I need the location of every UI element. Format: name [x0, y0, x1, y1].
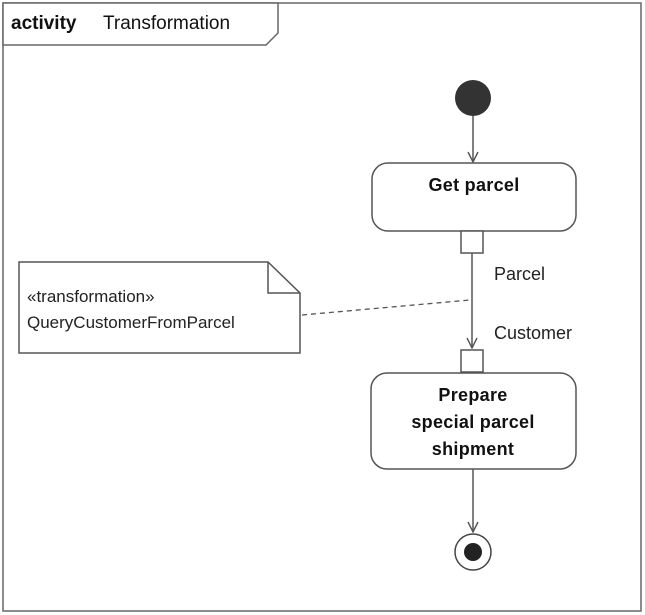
frame-name: Transformation [103, 13, 230, 34]
action-prepare-shipment-line-2: special parcel [411, 412, 534, 432]
note-dog-ear [267, 262, 300, 294]
initial-node [455, 80, 491, 116]
output-pin-parcel [460, 230, 484, 254]
note-stereotype: «transformation» [27, 287, 155, 306]
final-node-inner [464, 543, 482, 561]
action-prepare-shipment-line-3: shipment [432, 439, 514, 459]
note-anchor [301, 299, 471, 316]
action-prepare-shipment-line-1: Prepare [438, 385, 507, 405]
input-pin-customer [460, 349, 484, 373]
frame-keyword: activity [11, 13, 77, 34]
action-get-parcel-label: Get parcel [428, 175, 519, 195]
input-pin-label: Customer [494, 323, 572, 343]
note-name: QueryCustomerFromParcel [27, 313, 235, 332]
frame-tab [2, 2, 279, 46]
output-pin-label: Parcel [494, 264, 545, 284]
action-get-parcel [371, 162, 577, 232]
transformation-note [18, 261, 301, 354]
